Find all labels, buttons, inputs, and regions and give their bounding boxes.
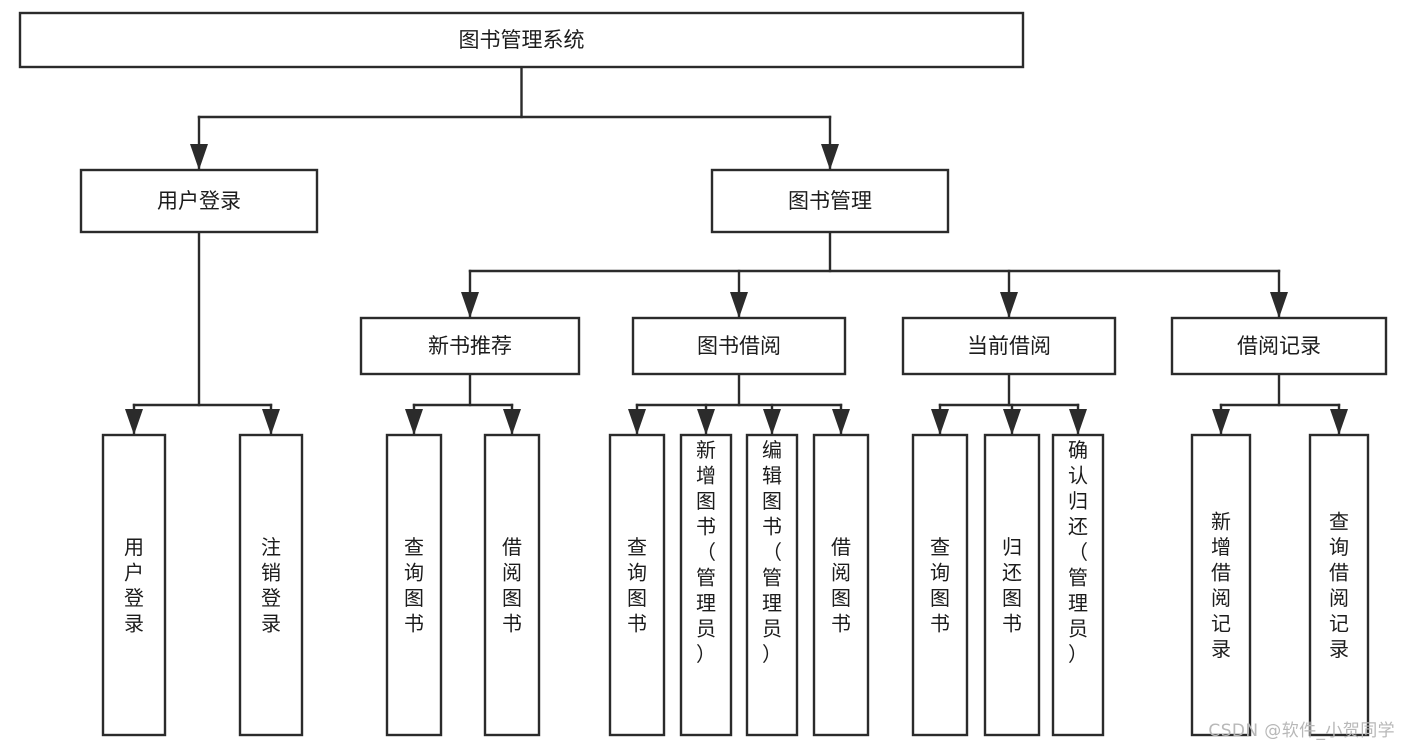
leaf-node-11-rect — [1190, 433, 1252, 737]
leaf-node-1[interactable]: 注销登录 — [238, 433, 304, 737]
level3-node-2-rect — [901, 316, 1117, 376]
leaf-node-0-rect — [101, 433, 167, 737]
level2-node-1-label: 图书管理 — [788, 189, 872, 213]
leaf-node-9-label: 归还图书 — [1002, 535, 1022, 636]
root-node-book-management-system-rect — [18, 11, 1025, 69]
leaf-node-2[interactable]: 查询图书 — [385, 433, 443, 737]
root-node-book-management-system[interactable]: 图书管理系统 — [18, 11, 1025, 69]
leaf-node-8-rect — [911, 433, 969, 737]
leaf-node-4[interactable]: 查询图书 — [608, 433, 666, 737]
level2-node-1-rect — [710, 168, 950, 234]
connector-layer — [125, 65, 1348, 436]
leaf-node-12-rect — [1308, 433, 1370, 737]
leaf-node-8[interactable]: 查询图书 — [911, 433, 969, 737]
level2-node-0-label: 用户登录 — [157, 189, 241, 213]
level2-node-1[interactable]: 图书管理 — [710, 168, 950, 234]
leaf-node-10[interactable]: 确认归还（管理员） — [1051, 433, 1105, 737]
leaf-node-11-label: 新增借阅记录 — [1211, 510, 1231, 662]
leaf-node-7-label: 借阅图书 — [831, 535, 851, 636]
leaf-node-3[interactable]: 借阅图书 — [483, 433, 541, 737]
leaf-node-0[interactable]: 用户登录 — [101, 433, 167, 737]
level3-node-3-rect — [1170, 316, 1388, 376]
leaf-node-3-label: 借阅图书 — [502, 535, 522, 636]
leaf-node-5[interactable]: 新增图书（管理员） — [679, 433, 733, 737]
level3-node-3[interactable]: 借阅记录 — [1170, 316, 1388, 376]
leaf-node-11[interactable]: 新增借阅记录 — [1190, 433, 1252, 737]
level3-node-2-label: 当前借阅 — [967, 334, 1051, 358]
leaf-node-3-rect — [483, 433, 541, 737]
leaf-node-6[interactable]: 编辑图书（管理员） — [745, 433, 799, 737]
leaf-node-9-rect — [983, 433, 1041, 737]
leaf-node-1-label: 注销登录 — [261, 535, 281, 636]
leaf-node-8-label: 查询图书 — [930, 535, 950, 636]
leaf-node-4-label: 查询图书 — [627, 535, 647, 636]
leaf-node-9[interactable]: 归还图书 — [983, 433, 1041, 737]
leaf-node-2-label: 查询图书 — [404, 535, 424, 636]
leaf-node-7[interactable]: 借阅图书 — [812, 433, 870, 737]
leaf-node-5-label: 新增图书（管理员） — [696, 438, 716, 666]
level3-node-0-rect — [359, 316, 581, 376]
level3-node-0[interactable]: 新书推荐 — [359, 316, 581, 376]
leaf-node-5-rect — [679, 433, 733, 737]
leaf-node-0-label: 用户登录 — [124, 535, 144, 636]
leaf-node-6-rect — [745, 433, 799, 737]
leaf-node-1-rect — [238, 433, 304, 737]
level3-node-0-label: 新书推荐 — [428, 334, 512, 358]
leaf-node-6-label: 编辑图书（管理员） — [762, 438, 782, 666]
level3-node-1-label: 图书借阅 — [697, 334, 781, 358]
level2-node-0[interactable]: 用户登录 — [79, 168, 319, 234]
level3-node-1[interactable]: 图书借阅 — [631, 316, 847, 376]
leaf-node-12[interactable]: 查询借阅记录 — [1308, 433, 1370, 737]
node-layer: 图书管理系统用户登录图书管理新书推荐图书借阅当前借阅借阅记录用户登录注销登录查询… — [18, 11, 1388, 737]
leaf-node-12-label: 查询借阅记录 — [1329, 510, 1349, 662]
level3-node-3-label: 借阅记录 — [1237, 334, 1321, 358]
root-node-book-management-system-label: 图书管理系统 — [459, 28, 585, 52]
leaf-node-10-rect — [1051, 433, 1105, 737]
leaf-node-4-rect — [608, 433, 666, 737]
level3-node-2[interactable]: 当前借阅 — [901, 316, 1117, 376]
leaf-node-10-label: 确认归还（管理员） — [1068, 438, 1088, 666]
level2-node-0-rect — [79, 168, 319, 234]
leaf-node-2-rect — [385, 433, 443, 737]
level3-node-1-rect — [631, 316, 847, 376]
leaf-node-7-rect — [812, 433, 870, 737]
